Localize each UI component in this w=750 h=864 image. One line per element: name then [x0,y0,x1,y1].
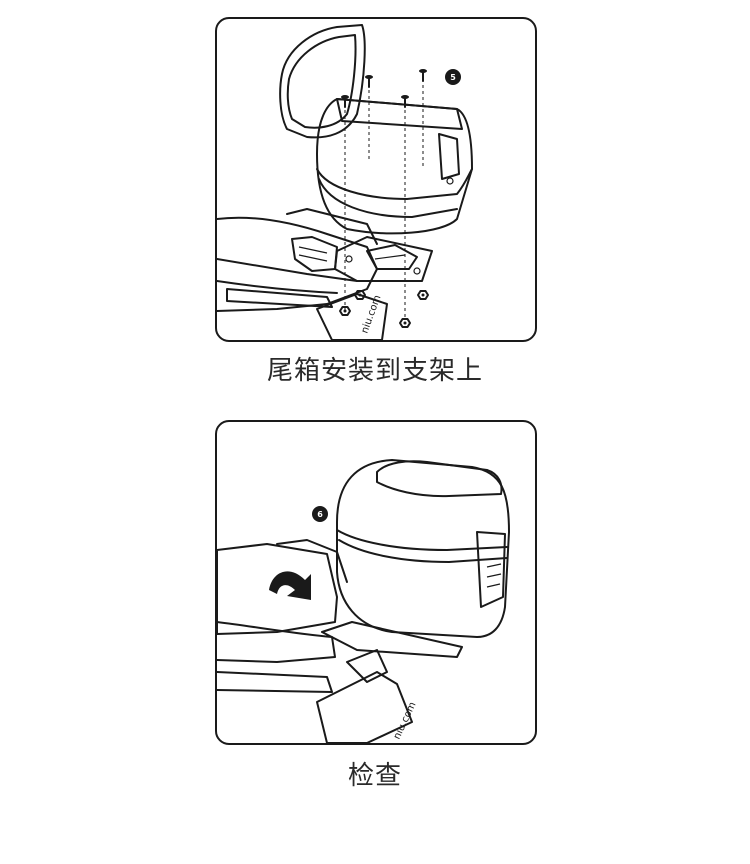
mounting-plate [334,236,433,282]
step-5-caption: 尾箱安装到支架上 [266,356,483,386]
svg-text:6: 6 [317,510,323,519]
step-6-caption: 检查 [347,761,402,791]
illustration-panel-step-6: niu.com 6 [215,420,537,745]
step-number-badge: 5 [445,69,461,85]
top-case-closed [336,459,510,638]
top-case-mounting-illustration: niu.com [217,24,473,340]
brand-label: niu.com [392,700,419,741]
scooter-rear-section: niu.com [217,208,388,340]
svg-text:5: 5 [450,73,456,82]
nut-icon [339,290,429,328]
top-case-open [279,24,473,235]
brand-label: niu.com [359,294,383,335]
installed-top-case-illustration: niu.com 6 [217,459,510,743]
step-number-badge: 6 [312,506,328,522]
alignment-guides [344,79,424,319]
curved-arrow-icon [269,571,311,600]
scooter-seat [217,539,348,693]
rear-bracket: niu.com [316,621,463,743]
illustration-panel-step-5: niu.com [215,17,537,342]
